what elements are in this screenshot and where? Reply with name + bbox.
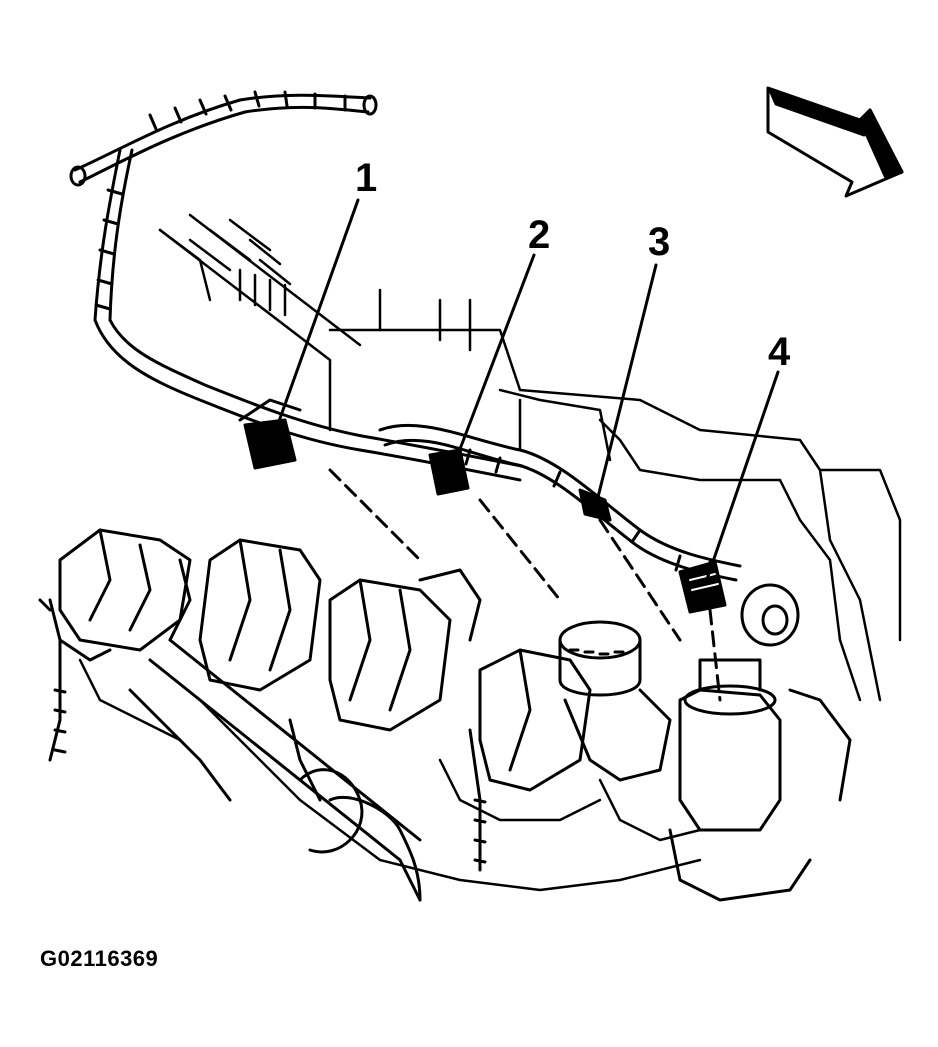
callout-4: 4 xyxy=(768,330,791,374)
connector-2 xyxy=(428,448,470,496)
right-ignition-coil xyxy=(468,648,592,872)
valve-cover-edge xyxy=(78,658,702,892)
callout-2: 2 xyxy=(528,213,551,257)
left-ignition-coils xyxy=(38,528,192,762)
fuel-rail xyxy=(128,638,422,902)
connector-4 xyxy=(678,560,727,614)
front-arrow-icon xyxy=(766,86,904,198)
center-ignition-coils xyxy=(198,538,482,732)
oil-fill-cap xyxy=(558,620,672,782)
leader-lines xyxy=(266,198,780,702)
egr-valve xyxy=(668,583,852,902)
callout-1: 1 xyxy=(355,156,378,200)
engine-block-outline xyxy=(158,213,902,702)
callout-3: 3 xyxy=(648,220,671,264)
figure-id: G02116369 xyxy=(40,946,159,971)
